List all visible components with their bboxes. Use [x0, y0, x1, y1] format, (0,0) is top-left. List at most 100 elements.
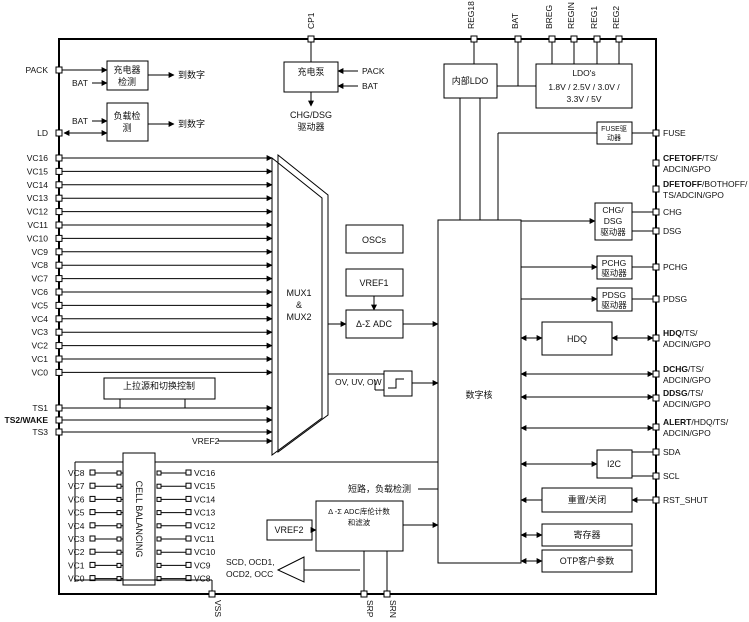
svg-text:数字核: 数字核 [465, 389, 492, 400]
bal-right-5: VC11 [156, 534, 215, 544]
pin-right-0: FUSE [652, 128, 686, 138]
svg-text:短路，负载检测: 短路，负载检测 [348, 483, 411, 494]
pin-pack: PACK [25, 65, 63, 75]
svg-text:OSCs: OSCs [362, 235, 387, 245]
pin-right-13: RST_SHUT [652, 495, 708, 505]
svg-text:SCD, OCD1,: SCD, OCD1, [226, 557, 275, 567]
osc-block: OSCs [345, 224, 404, 254]
svg-text:VC8: VC8 [31, 260, 48, 270]
charge-pump-block: 充电泵 PACK BAT CHG/DSG 驱动器 [283, 61, 385, 132]
pin-vc-vc1: VC1 [31, 354, 273, 364]
svg-text:REG18: REG18 [466, 1, 476, 29]
pin-vc-vc11: VC11 [27, 220, 273, 230]
svg-text:测: 测 [122, 123, 131, 133]
mux-block: MUX1 & MUX2 [271, 153, 329, 456]
svg-text:VC8: VC8 [194, 574, 211, 584]
svg-text:DSG: DSG [663, 226, 681, 236]
svg-text:MUX2: MUX2 [286, 312, 311, 322]
svg-text:内部LDO: 内部LDO [452, 75, 489, 86]
pin-right-7: HDQ/TS/ADCIN/GPO [652, 328, 711, 349]
svg-text:&: & [296, 300, 302, 310]
svg-text:SCL: SCL [663, 471, 680, 481]
pin-vc-vc15: VC15 [27, 166, 273, 176]
svg-text:3.3V / 5V: 3.3V / 5V [567, 94, 602, 104]
svg-text:CHG/DSG: CHG/DSG [290, 110, 332, 120]
pin-reg18: REG18 [466, 1, 478, 43]
svg-text:PCHG: PCHG [663, 262, 688, 272]
pullup-control-block: 上拉源和切换控制 [103, 377, 216, 400]
svg-text:VC12: VC12 [27, 207, 49, 217]
vref2-block: VREF2 [266, 519, 313, 541]
svg-text:检测: 检测 [118, 76, 136, 87]
svg-text:MUX1: MUX1 [286, 288, 311, 298]
svg-text:CP1: CP1 [306, 12, 316, 29]
registers-block: 寄存器 [541, 523, 633, 547]
svg-text:CFETOFF/TS/: CFETOFF/TS/ [663, 153, 718, 163]
svg-text:RST_SHUT: RST_SHUT [663, 495, 708, 505]
pin-vc-vc13: VC13 [27, 193, 273, 203]
svg-text:VC10: VC10 [27, 233, 49, 243]
svg-text:动器: 动器 [607, 133, 621, 142]
pdsg-driver-block: PDSG 驱动器 [596, 287, 633, 312]
svg-text:Δ-Σ ADC: Δ-Σ ADC [356, 319, 393, 329]
svg-text:VC6: VC6 [31, 287, 48, 297]
svg-text:HDQ/TS/: HDQ/TS/ [663, 328, 698, 338]
pchg-driver-block: PCHG 驱动器 [596, 255, 633, 280]
svg-text:VC2: VC2 [31, 341, 48, 351]
bal-right-4: VC12 [156, 521, 216, 531]
hdq-block: HDQ [541, 321, 613, 356]
svg-text:上拉源和切换控制: 上拉源和切换控制 [123, 380, 195, 391]
fuse-driver-block: FUSE驱 动器 [596, 121, 633, 145]
svg-text:VC11: VC11 [194, 534, 215, 544]
svg-text:VC11: VC11 [27, 220, 48, 230]
pin-reg2: REG2 [611, 6, 623, 43]
i2c-block: I2C [596, 449, 633, 479]
bal-right-1: VC15 [156, 481, 216, 491]
svg-text:OV, UV, OW: OV, UV, OW [335, 377, 382, 387]
pin-vc-vc4: VC4 [31, 314, 273, 324]
svg-text:PCHG: PCHG [602, 258, 627, 268]
internal-ldo-block: 内部LDO [443, 63, 498, 99]
svg-text:DCHG/TS/: DCHG/TS/ [663, 364, 704, 374]
pin-vc-vc8: VC8 [31, 260, 273, 270]
svg-text:I2C: I2C [607, 459, 622, 469]
svg-text:VC16: VC16 [27, 153, 49, 163]
pin-vc-vc6: VC6 [31, 287, 273, 297]
scd-comparator: SCD, OCD1, OCD2, OCC [226, 556, 305, 583]
svg-text:驱动器: 驱动器 [601, 300, 627, 310]
bal-right-8: VC8 [156, 574, 211, 584]
pin-vc-vc7: VC7 [31, 274, 273, 284]
pin-right-5: PCHG [652, 262, 688, 272]
pin-right-11: SDA [652, 447, 681, 457]
bal-left-0: VC8 [68, 468, 123, 478]
svg-text:CHG: CHG [663, 207, 682, 217]
svg-text:VC5: VC5 [31, 300, 48, 310]
pin-right-12: SCL [652, 471, 680, 481]
reset-block: 重置/关闭 [541, 487, 633, 513]
bal-left-1: VC7 [68, 481, 123, 491]
svg-text:TS3: TS3 [32, 427, 48, 437]
svg-text:VC2: VC2 [68, 547, 85, 557]
pin-cp1: CP1 [306, 12, 316, 43]
vc-pins: VC16VC15VC14VC13VC12VC11VC10VC9VC8VC7VC6… [27, 153, 273, 377]
bal-left-5: VC3 [68, 534, 123, 544]
svg-text:OCD2, OCC: OCD2, OCC [226, 569, 273, 579]
svg-text:ADCIN/GPO: ADCIN/GPO [663, 399, 711, 409]
svg-text:BAT: BAT [72, 78, 88, 88]
svg-text:BAT: BAT [72, 116, 88, 126]
pin-srp: SRP [360, 590, 375, 618]
svg-text:TS2/WAKE: TS2/WAKE [5, 415, 49, 425]
svg-text:驱动器: 驱动器 [601, 268, 627, 278]
svg-text:FUSE驱: FUSE驱 [601, 125, 627, 133]
pin-vc-vc10: VC10 [27, 233, 273, 243]
svg-text:VC13: VC13 [194, 508, 216, 518]
svg-text:CHG/: CHG/ [602, 205, 624, 215]
ldos-block: LDO's 1.8V / 2.5V / 3.0V / 3.3V / 5V [535, 63, 633, 109]
svg-text:PACK: PACK [25, 65, 48, 75]
bal-left-2: VC6 [68, 494, 123, 504]
right-pins: FUSECFETOFF/TS/ADCIN/GPODFETOFF/BOTHOFF/… [652, 128, 748, 505]
bal-left-6: VC2 [68, 547, 123, 557]
svg-text:VC1: VC1 [31, 354, 48, 364]
vref1-block: VREF1 [345, 268, 404, 297]
pin-ts1: TS1 [32, 403, 63, 413]
